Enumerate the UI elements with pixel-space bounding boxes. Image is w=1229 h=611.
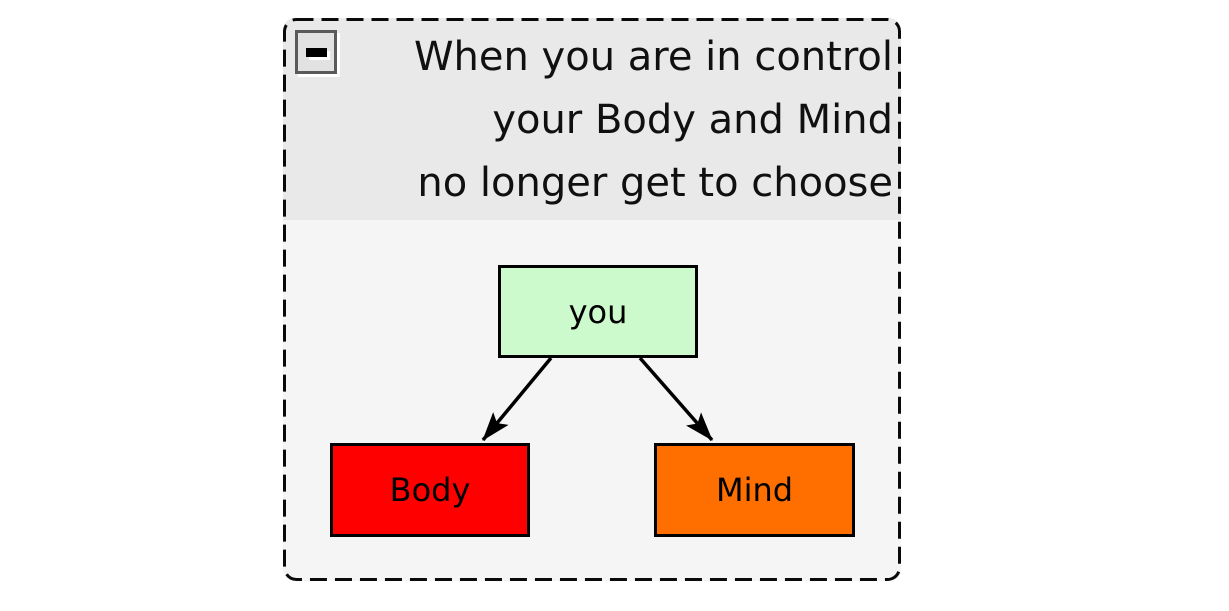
frame-title-line-2: your Body and Mind — [492, 97, 893, 143]
collapse-button[interactable] — [295, 30, 337, 74]
frame-title-line-3: no longer get to choose — [417, 160, 893, 206]
frame-title-line-1: When you are in control — [413, 34, 893, 80]
node-you[interactable]: you — [498, 265, 698, 358]
node-body[interactable]: Body — [330, 443, 530, 537]
edge-you-mind — [638, 356, 714, 442]
node-mind[interactable]: Mind — [654, 443, 855, 537]
frame-header: When you are in control your Body and Mi… — [283, 18, 901, 220]
diagram-frame: When you are in control your Body and Mi… — [283, 18, 901, 581]
frame-title: When you are in control your Body and Mi… — [343, 26, 893, 215]
minus-icon — [305, 47, 327, 57]
edge-you-body — [481, 356, 553, 442]
